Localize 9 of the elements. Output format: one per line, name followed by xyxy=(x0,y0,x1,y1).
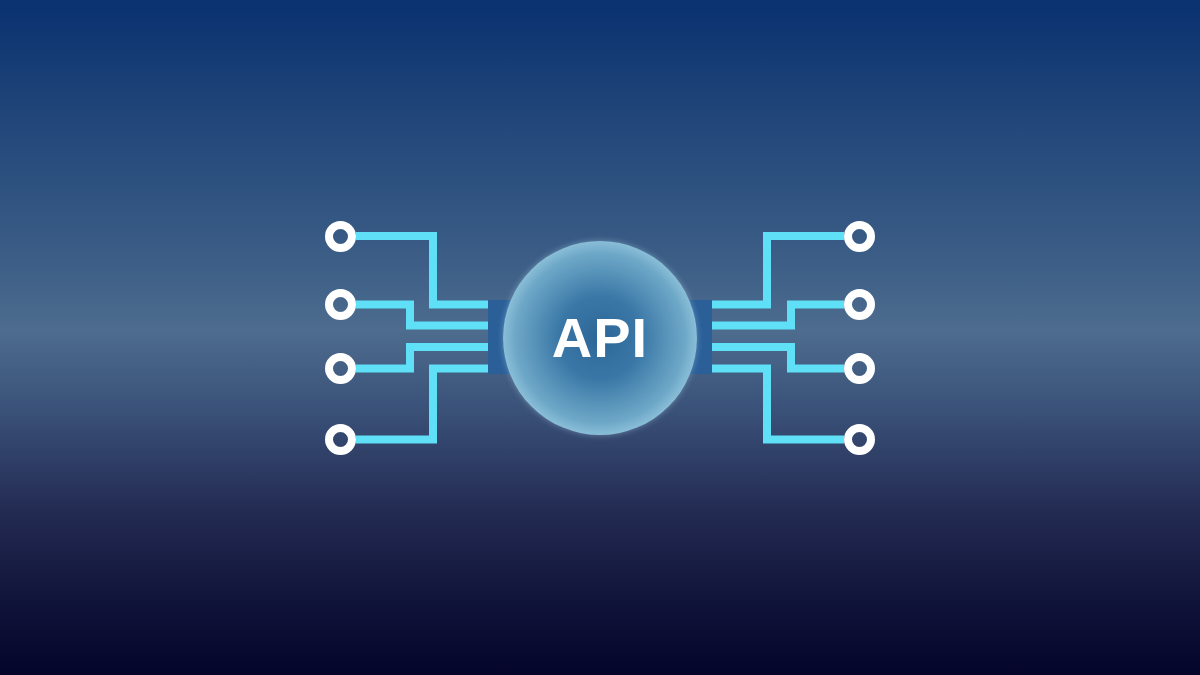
terminal-ring xyxy=(844,353,875,384)
api-label: API xyxy=(551,310,649,366)
terminal-ring xyxy=(325,424,356,455)
terminal-ring xyxy=(325,289,356,320)
terminal-ring xyxy=(844,424,875,455)
terminal-ring xyxy=(325,220,356,252)
terminal-ring xyxy=(844,220,875,252)
terminal-ring xyxy=(844,289,875,320)
terminal-ring xyxy=(325,353,356,384)
